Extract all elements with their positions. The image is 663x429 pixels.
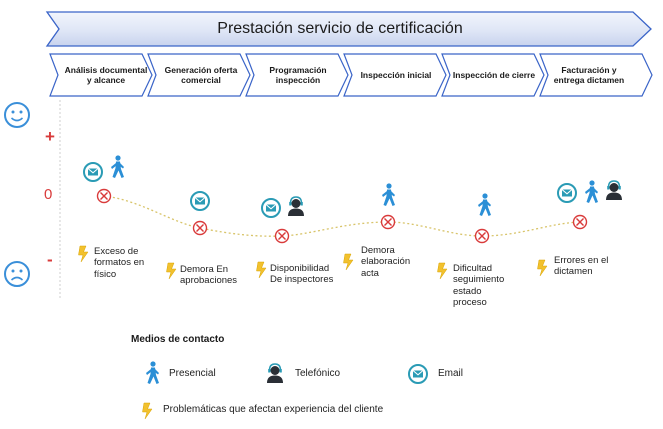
axis-minus: -	[47, 250, 53, 269]
problem-note-2: Demora En aprobaciones	[180, 264, 238, 287]
walking-person-icon	[585, 180, 598, 203]
experience-curve	[103, 195, 581, 237]
email-icon	[190, 191, 210, 211]
headset-icon	[287, 196, 305, 217]
happy-face-icon	[4, 102, 30, 128]
problem-marker-3	[274, 228, 290, 244]
problem-note-4: Demora elaboración acta	[361, 245, 411, 279]
problem-note-1: Exceso de formatos en físico	[94, 246, 145, 280]
lightning-icon	[166, 262, 177, 280]
headset-icon	[605, 180, 623, 201]
lightning-icon	[437, 262, 448, 280]
legend-walking-person-icon	[146, 361, 159, 384]
stage-label-4: Inspección inicial	[360, 70, 432, 81]
problem-note-5: Dificultad seguimiento estado proceso	[453, 263, 505, 309]
legend-email: Email	[438, 368, 464, 379]
walking-person-icon	[382, 183, 395, 206]
stage-label-1: Análisis documental y alcance	[64, 65, 148, 85]
axis-zero: 0	[44, 186, 53, 203]
walking-person-icon	[478, 193, 491, 216]
sad-face-icon	[4, 261, 30, 287]
axis-plus: +	[45, 127, 55, 146]
stage-chevron-4	[343, 53, 447, 97]
problem-marker-6	[572, 214, 588, 230]
stage-chevron-2	[147, 53, 251, 97]
problem-marker-4	[380, 214, 396, 230]
stage-chevron-3	[245, 53, 349, 97]
legend-problems: Problemáticas que afectan experiencia de…	[163, 404, 384, 415]
lightning-icon	[343, 253, 354, 271]
stage-chevron-6	[539, 53, 653, 97]
problem-note-6: Errores en el dictamen	[554, 255, 609, 278]
legend-email-icon	[408, 364, 428, 384]
stage-label-3: Programación inspección	[269, 65, 327, 85]
email-icon	[261, 198, 281, 218]
email-icon	[557, 183, 577, 203]
legend-presencial: Presencial	[169, 368, 216, 379]
problem-marker-2	[192, 220, 208, 236]
walking-person-icon	[111, 155, 124, 178]
problem-marker-5	[474, 228, 490, 244]
process-title: Prestación servicio de certificación	[217, 20, 463, 37]
legend-title: Medios de contacto	[131, 334, 225, 345]
legend-lightning-icon	[142, 402, 153, 420]
stage-label-5: Inspección de cierre	[452, 70, 536, 81]
legend-headset-icon	[266, 363, 284, 384]
stage-label-2: Generación oferta comercial	[164, 65, 238, 85]
stage-chevron-5	[441, 53, 545, 97]
email-icon	[83, 162, 103, 182]
lightning-icon	[78, 245, 89, 263]
stage-chevron-row	[49, 53, 653, 97]
problem-marker-1	[96, 188, 112, 204]
stage-label-6: Facturación y entrega dictamen	[553, 65, 625, 85]
lightning-icon	[537, 259, 548, 277]
process-banner	[45, 11, 652, 47]
lightning-icon	[256, 261, 267, 279]
problem-note-3: Disponibilidad De inspectores	[270, 263, 334, 286]
legend-telefonico: Telefónico	[295, 368, 341, 379]
stage-chevron-1	[49, 53, 153, 97]
